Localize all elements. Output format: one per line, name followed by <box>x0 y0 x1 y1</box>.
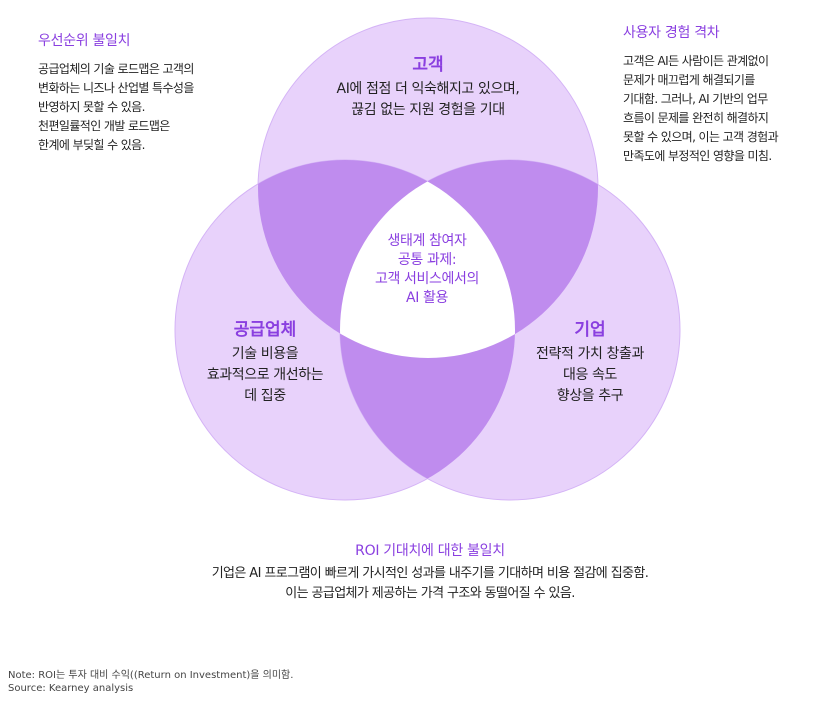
customer-desc-line: 끊김 없는 지원 경험을 기대 <box>351 102 505 118</box>
priority-mismatch-line: 한계에 부딪힐 수 있음. <box>38 138 145 152</box>
user-experience-gap-note: 사용자 경험 격차 고객은 AI든 사람이든 관계없이 문제가 매끄럽게 해결되… <box>623 22 823 166</box>
roi-mismatch-title: ROI 기대치에 대한 불일치 <box>355 543 505 559</box>
customer-desc-line: AI에 점점 더 익숙해지고 있으며, <box>336 81 520 97</box>
priority-mismatch-line: 반영하지 못할 수 있음. <box>38 100 145 114</box>
user-experience-gap-title: 사용자 경험 격차 <box>623 25 720 41</box>
common-challenge-line: 공통 과제: <box>397 252 457 268</box>
footnote: Note: ROI는 투자 대비 수익((Return on Investmen… <box>8 670 294 681</box>
footer: Note: ROI는 투자 대비 수익((Return on Investmen… <box>8 669 408 695</box>
enterprise-desc-line: 대응 속도 <box>563 367 617 383</box>
roi-mismatch-note: ROI 기대치에 대한 불일치 기업은 AI 프로그램이 빠르게 가시적인 성과… <box>130 540 730 604</box>
user-experience-gap-line: 문제가 매끄럽게 해결되기를 <box>623 73 755 87</box>
user-experience-gap-line: 흐름이 문제를 완전히 해결하지 <box>623 111 769 125</box>
customer-title: 고객 <box>412 55 444 75</box>
supplier-label: 공급업체 기술 비용을 효과적으로 개선하는 데 집중 <box>190 315 340 407</box>
user-experience-gap-line: 기대함. 그러나, AI 기반의 업무 <box>623 92 768 106</box>
priority-mismatch-line: 공급업체의 기술 로드맵은 고객의 <box>38 62 194 76</box>
common-challenge-line: AI 활용 <box>406 290 448 306</box>
priority-mismatch-line: 천편일률적인 개발 로드맵은 <box>38 119 170 133</box>
supplier-desc-line: 기술 비용을 <box>231 346 299 362</box>
priority-mismatch-note: 우선순위 불일치 공급업체의 기술 로드맵은 고객의 변화하는 니즈나 산업별 … <box>38 30 268 155</box>
enterprise-desc-line: 전략적 가치 창출과 <box>536 346 644 362</box>
center-region <box>340 160 515 358</box>
source-note: Source: Kearney analysis <box>8 683 134 694</box>
supplier-desc-line: 데 집중 <box>244 388 286 404</box>
roi-mismatch-line: 이는 공급업체가 제공하는 가격 구조와 동떨어질 수 있음. <box>285 586 575 601</box>
priority-mismatch-title: 우선순위 불일치 <box>38 33 131 49</box>
enterprise-desc-line: 향상을 추구 <box>556 388 624 404</box>
customer-label: 고객 AI에 점점 더 익숙해지고 있으며, 끊김 없는 지원 경험을 기대 <box>308 50 548 121</box>
priority-mismatch-line: 변화하는 니즈나 산업별 특수성을 <box>38 81 194 95</box>
common-challenge-label: 생태계 참여자 공통 과제: 고객 서비스에서의 AI 활용 <box>357 232 497 308</box>
enterprise-label: 기업 전략적 가치 창출과 대응 속도 향상을 추구 <box>510 315 670 407</box>
supplier-desc-line: 효과적으로 개선하는 <box>206 367 324 383</box>
roi-mismatch-line: 기업은 AI 프로그램이 빠르게 가시적인 성과를 내주기를 기대하며 비용 절… <box>211 566 649 581</box>
supplier-title: 공급업체 <box>233 320 297 340</box>
enterprise-title: 기업 <box>574 320 606 340</box>
user-experience-gap-line: 못할 수 있으며, 이는 고객 경험과 <box>623 130 779 144</box>
common-challenge-line: 생태계 참여자 <box>387 233 467 249</box>
user-experience-gap-line: 고객은 AI든 사람이든 관계없이 <box>623 54 769 68</box>
user-experience-gap-line: 만족도에 부정적인 영향을 미침. <box>623 149 772 163</box>
common-challenge-line: 고객 서비스에서의 <box>375 271 479 287</box>
